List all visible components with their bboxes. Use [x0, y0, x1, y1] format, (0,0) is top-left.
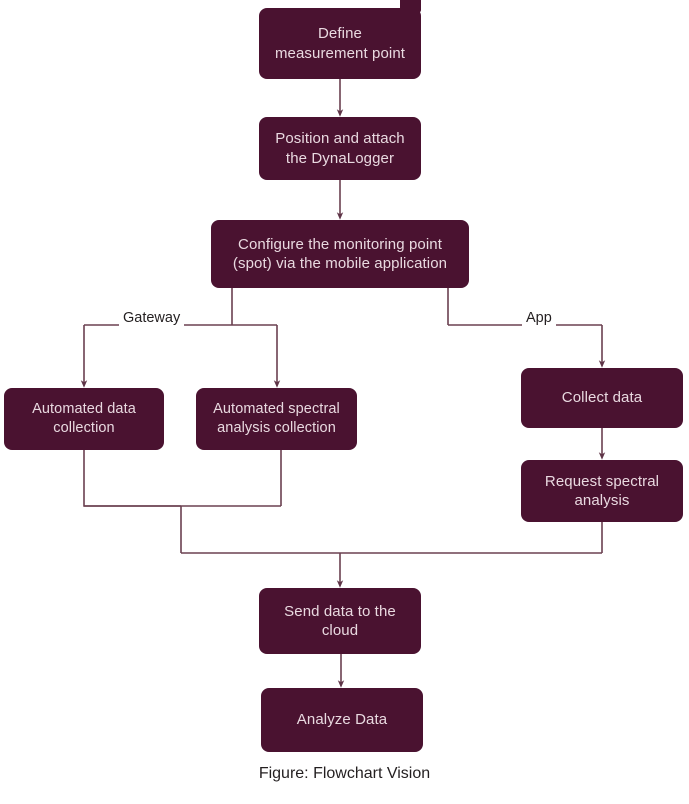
edge-label-app: App [522, 310, 556, 326]
node-label: Automated data collection [32, 401, 136, 436]
node-define-measurement-point[interactable]: Define measurement point [259, 8, 421, 79]
node-position-attach-dynalogger[interactable]: Position and attach the DynaLogger [259, 117, 421, 180]
node-automated-data-collection[interactable]: Automated data collection [4, 388, 164, 450]
node-label: Position and attach the DynaLogger [275, 130, 405, 167]
node-label: Request spectral analysis [544, 472, 660, 510]
edge-auto-data-merge [83, 450, 281, 507]
node-label: Collect data [561, 389, 643, 407]
figure-caption: Figure: Flowchart Vision [258, 765, 431, 782]
node-label: Define measurement point [274, 25, 406, 62]
node-analyze-data[interactable]: Analyze Data [261, 688, 423, 752]
node-label: Configure the monitoring point (spot) vi… [232, 235, 448, 273]
node-label: Analyze Data [296, 711, 388, 729]
edge-label-gateway: Gateway [119, 310, 185, 326]
node-configure-monitoring-point[interactable]: Configure the monitoring point (spot) vi… [211, 220, 469, 288]
node-label: Send data to the cloud [284, 602, 396, 640]
node-send-data-to-cloud[interactable]: Send data to the cloud [259, 588, 421, 654]
node-request-spectral-analysis[interactable]: Request spectral analysis [521, 460, 683, 522]
node-collect-data[interactable]: Collect data [521, 368, 683, 428]
node-automated-spectral-analysis-collection[interactable]: Automated spectral analysis collection [196, 388, 357, 450]
node-label: Automated spectral analysis collection [213, 401, 340, 436]
